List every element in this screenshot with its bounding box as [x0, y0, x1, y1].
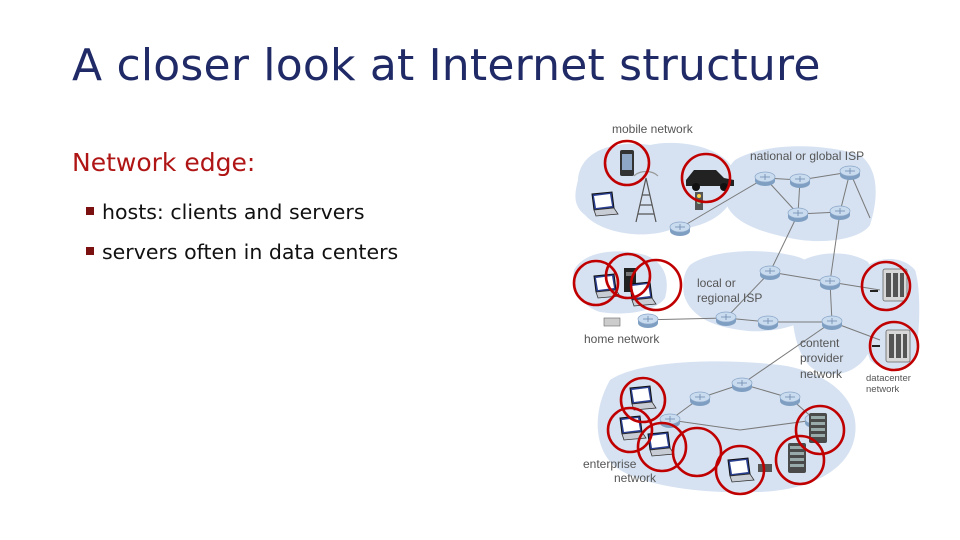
content-provider-label-line3: network — [800, 367, 843, 381]
regional-isp-cloud — [683, 251, 825, 332]
router-icon — [659, 413, 681, 429]
highlight-circle — [629, 258, 683, 312]
router-icon — [754, 171, 776, 187]
highlight-circle — [774, 434, 826, 486]
router-icon — [821, 315, 843, 331]
router-icon — [669, 221, 691, 237]
car-icon — [686, 170, 734, 191]
router-icon — [757, 315, 779, 331]
router-icon — [715, 311, 737, 327]
highlight-circle — [680, 152, 732, 204]
section-heading: Network edge: — [72, 148, 256, 177]
host-highlight-circles — [572, 139, 920, 496]
datacenter-label-line1: datacenter — [866, 373, 911, 384]
modem-icon — [603, 317, 621, 327]
datacenter-servers — [870, 268, 911, 363]
enterprise-label-line2: network — [614, 471, 657, 485]
router-icon — [759, 265, 781, 281]
highlight-circle — [868, 320, 920, 372]
highlight-circle — [603, 139, 651, 187]
router-icon — [829, 205, 851, 221]
highlight-circle — [860, 260, 912, 312]
router-icon — [839, 165, 861, 181]
highlight-circle — [572, 259, 620, 307]
regional-isp-label-line1: local or — [697, 276, 736, 290]
router-icon — [789, 173, 811, 189]
datacenter-server-icon — [885, 329, 911, 363]
router-icon — [731, 377, 753, 393]
highlight-circle — [606, 406, 654, 454]
home-network-label: home network — [584, 332, 660, 346]
router-icon — [819, 275, 841, 291]
highlight-circle — [619, 376, 667, 424]
slide-title: A closer look at Internet structure — [72, 40, 821, 91]
highlight-circle — [636, 421, 688, 473]
content-provider-cloud — [791, 253, 877, 375]
router-icon — [787, 207, 809, 223]
content-provider-label-line2: provider — [800, 351, 843, 365]
datacenter-label-line2: network — [866, 384, 900, 395]
smartphone-icon — [620, 150, 634, 176]
router-icon — [689, 391, 711, 407]
router-icon — [779, 391, 801, 407]
bullet-marker-icon — [86, 207, 94, 215]
regional-isp-label-line2: regional ISP — [697, 291, 762, 305]
highlight-circle — [794, 404, 846, 456]
mobile-network-label: mobile network — [612, 122, 694, 136]
highlight-circle — [671, 426, 723, 478]
bullet-text: hosts: clients and servers — [102, 200, 365, 224]
diagram-labels: mobile network national or global ISP lo… — [583, 122, 911, 485]
bullet-list: hosts: clients and servers servers often… — [86, 192, 398, 272]
bullet-item: servers often in data centers — [86, 232, 398, 272]
highlight-circle — [604, 252, 652, 300]
bullet-text: servers often in data centers — [102, 240, 399, 264]
datacenter-server-icon — [882, 268, 908, 302]
router-icon — [637, 313, 659, 329]
highlight-circle — [714, 444, 766, 496]
content-provider-label-line1: content — [800, 336, 840, 350]
bullet-marker-icon — [86, 247, 94, 255]
bullet-item: hosts: clients and servers — [86, 192, 398, 232]
national-isp-label: national or global ISP — [750, 149, 864, 163]
enterprise-label-line1: enterprise — [583, 457, 637, 471]
